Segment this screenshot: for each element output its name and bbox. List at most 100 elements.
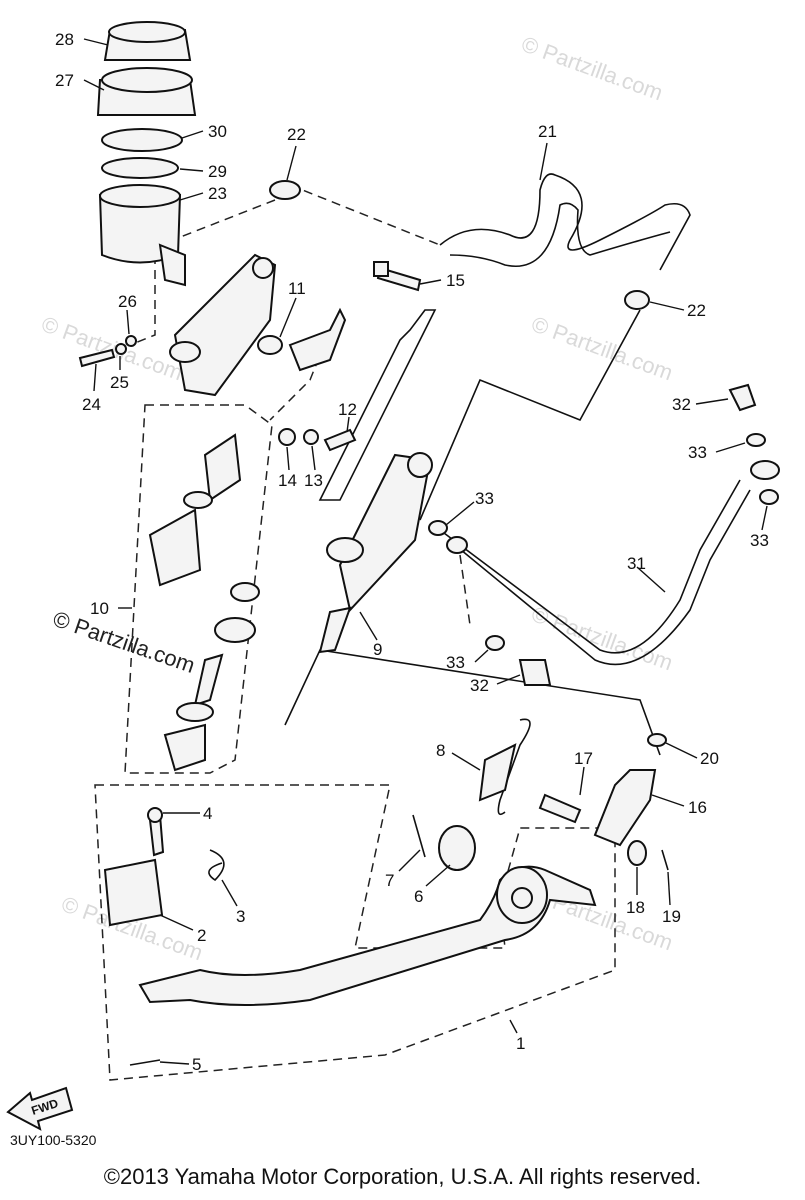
outline-hose-link: [159, 199, 276, 246]
fwd-arrow: FWD: [6, 1086, 74, 1131]
hose-joint: [288, 307, 347, 372]
kit-push-rod: [193, 653, 224, 707]
leader-27: [83, 79, 105, 91]
bracket-lockwasher: [303, 429, 319, 445]
reservoir-body-top: [99, 184, 181, 208]
brake-pedal-arm: [138, 865, 597, 1006]
joint-fitting: [257, 307, 347, 372]
leader-17: [579, 766, 585, 796]
callout-21: 21: [538, 122, 557, 141]
faint-watermark: © Partzilla.com: [528, 311, 676, 385]
callout-18: 18: [626, 898, 645, 917]
brake-pedal: [138, 865, 597, 1006]
bracket-bolt: [323, 428, 357, 452]
link-lines: [284, 309, 661, 756]
leader-12: [346, 416, 350, 433]
outline-union-link: [459, 554, 471, 626]
callout-17: 17: [574, 749, 593, 768]
hose-union-fitting: [446, 536, 468, 554]
kit-cup: [183, 491, 213, 509]
union-bolt-upper: [728, 383, 757, 412]
outline-hose-link-2: [289, 184, 441, 246]
link-cylinder-to-clevis: [284, 649, 661, 756]
brake-hose: [439, 460, 780, 666]
callout-33-upper: 33: [475, 489, 494, 508]
gasket: [759, 489, 779, 505]
callout-16: 16: [688, 798, 707, 817]
callout-25: 25: [110, 373, 129, 392]
master-cylinder-body-upper: [169, 253, 277, 397]
callout-3: 3: [236, 907, 245, 926]
gasket: [746, 433, 766, 447]
leader-30: [181, 130, 204, 139]
brake-rod-clevis: [593, 769, 657, 847]
leader-16: [651, 794, 685, 807]
clevis-assembly: [538, 733, 667, 847]
hose-clamps: [269, 180, 650, 310]
leader-24: [93, 363, 97, 392]
leader-9: [359, 611, 378, 641]
rear-master-cylinder-rod: [318, 606, 352, 654]
callout-22-lower: 22: [687, 301, 706, 320]
callout-27: 27: [55, 71, 74, 90]
callout-33-lower: 33: [446, 653, 465, 672]
callout-33-right: 33: [750, 531, 769, 550]
callout-9: 9: [373, 640, 382, 659]
reservoir-collar: [125, 335, 137, 347]
leader-6: [425, 864, 451, 887]
leader-32a: [695, 398, 729, 405]
copyright-notice: ©2013 Yamaha Motor Corporation, U.S.A. A…: [103, 1164, 702, 1189]
leader-28: [83, 38, 109, 46]
callout-19: 19: [662, 907, 681, 926]
pivot-cotter-pin: [412, 814, 426, 858]
leader-7: [398, 849, 421, 872]
rear-master-cylinder-port: [326, 537, 364, 563]
kit-boot: [163, 723, 206, 772]
callout-30: 30: [208, 122, 227, 141]
callout-26: 26: [118, 292, 137, 311]
reservoir-washer: [115, 343, 127, 355]
callout-5: 5: [192, 1055, 201, 1074]
kit-piston: [148, 508, 202, 587]
return-spring-coil: [497, 718, 531, 816]
leader-22a: [286, 145, 297, 181]
leader-33d: [474, 649, 489, 663]
master-cylinder-port: [169, 341, 201, 363]
reservoir-fasteners: [78, 335, 137, 368]
return-spring-body: [478, 743, 517, 802]
outline-brake-pedal-assy: [94, 784, 616, 1081]
callout-7: 7: [385, 871, 394, 890]
kit-seal: [230, 582, 260, 602]
reservoir-bracket: [158, 243, 186, 287]
callout-29: 29: [208, 162, 227, 181]
fwd-arrow-icon: [6, 1086, 74, 1131]
callout-11: 11: [288, 279, 306, 298]
leader-33a: [715, 442, 746, 453]
leader-14: [286, 446, 290, 471]
pedal-tip-pin-head: [147, 807, 163, 823]
clevis-nut: [647, 733, 667, 747]
leader-3: [221, 879, 238, 907]
link-hose-to-cylinder: [419, 309, 641, 521]
kit-washer: [214, 617, 256, 643]
gasket: [428, 520, 448, 536]
callout-13: 13: [304, 471, 323, 490]
leader-20: [665, 742, 698, 759]
rear-master-cylinder-body: [338, 453, 432, 613]
pedal-tip-spring: [208, 849, 225, 882]
clevis-pin: [538, 793, 582, 824]
diagram-code: 3UY100-5320: [10, 1132, 97, 1148]
pedal-tip: [103, 858, 164, 927]
hose-bolt: [373, 261, 422, 292]
master-cylinder-kit: [148, 433, 260, 772]
callout-4: 4: [203, 804, 212, 823]
brake-hose-edge: [454, 489, 751, 666]
gasket: [485, 635, 505, 651]
brake-hose-path: [439, 479, 741, 654]
leader-2: [159, 914, 194, 931]
callout-23: 23: [208, 184, 227, 203]
leader-29: [179, 168, 204, 172]
reservoir-diaphragm: [101, 157, 179, 179]
callout-6: 6: [414, 887, 423, 906]
reservoir-hose-path: [439, 173, 691, 271]
